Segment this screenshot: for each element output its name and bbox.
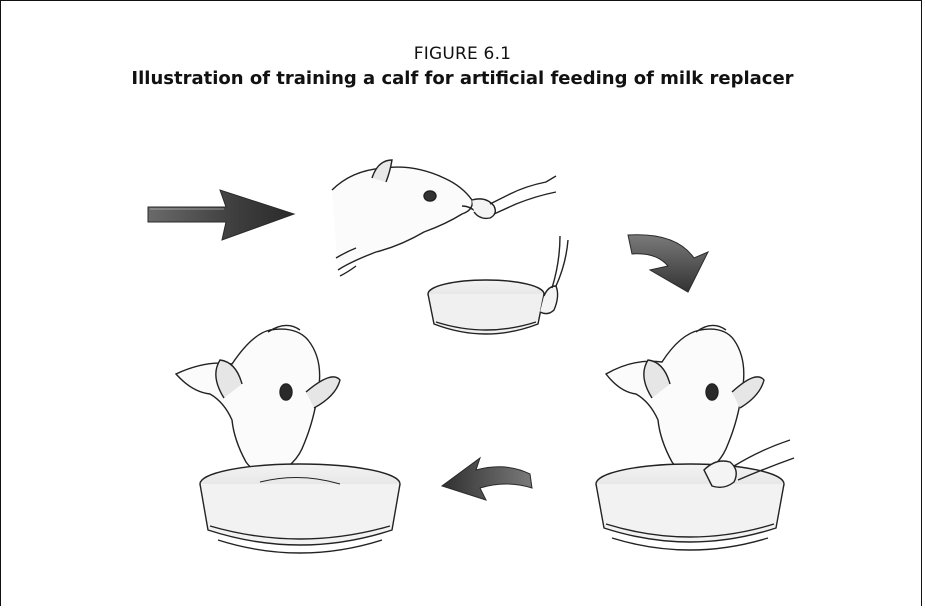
calf-drinking-sketch: [176, 325, 400, 553]
curved-down-arrow-icon: [628, 235, 708, 292]
left-curved-arrow-icon: [442, 458, 532, 500]
calf-hand-guided-sketch: [596, 325, 794, 550]
calf-with-hand-sketch: [332, 160, 556, 276]
right-arrow-icon: [148, 190, 294, 240]
hand-with-bowl-sketch: [428, 236, 568, 334]
